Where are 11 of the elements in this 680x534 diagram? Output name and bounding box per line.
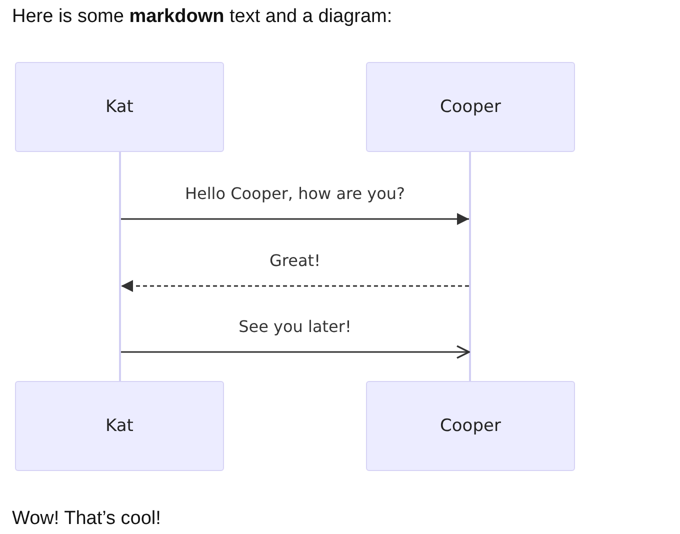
closing-text: Wow! That’s cool! xyxy=(12,508,161,530)
message-arrow xyxy=(121,280,469,292)
lifeline xyxy=(469,152,471,381)
participant-box: Kat xyxy=(15,62,224,152)
participant-box: Cooper xyxy=(366,381,575,471)
lifeline xyxy=(119,152,121,381)
message-arrow xyxy=(121,345,470,359)
participant-box: Cooper xyxy=(366,62,575,152)
participant-box: Kat xyxy=(15,381,224,471)
intro-text: Here is some markdown text and a diagram: xyxy=(12,6,392,28)
message-arrow xyxy=(121,213,469,225)
